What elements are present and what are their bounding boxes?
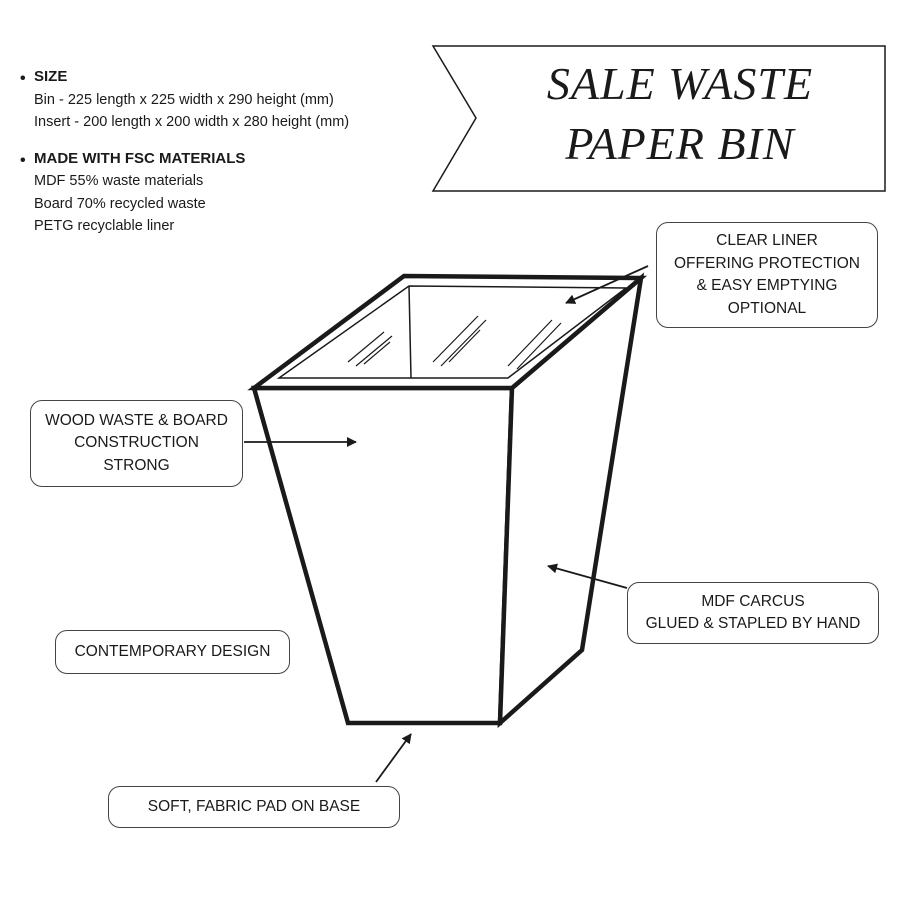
size-heading-text: SIZE	[34, 68, 68, 85]
fabric-pad-callout: SOFT, FABRIC PAD ON BASE	[108, 786, 400, 828]
bullet-icon: •	[20, 151, 26, 169]
callout-line: CLEAR LINER	[716, 232, 818, 249]
liner-material: PETG recyclable liner	[34, 218, 175, 234]
callout-arrows	[244, 265, 649, 783]
banner-title-line-1: SALE WASTE	[546, 58, 814, 109]
liner-opening	[276, 285, 629, 379]
banner-title: SALE WASTE PAPER BIN	[490, 54, 870, 174]
callout-line: OPTIONAL	[727, 299, 807, 317]
callout-line: & EASY EMPTYING	[696, 277, 838, 294]
size-spec: • SIZE Bin - 225 length x 225 width x 29…	[20, 66, 349, 134]
mdf-material: MDF 55% waste materials	[34, 173, 204, 189]
callout-line: WOOD WASTE & BOARD	[45, 411, 228, 429]
callout-line: STRONG	[103, 456, 170, 474]
bin-dimensions: Bin - 225 length x 225 width x 290 heigh…	[34, 91, 334, 108]
pad-arrow	[375, 733, 412, 783]
wood-construction-callout: WOOD WASTE & BOARD CONSTRUCTION STRONG	[30, 400, 243, 487]
liner-corner-edge	[408, 285, 412, 379]
liner-arrow	[565, 265, 649, 304]
callout-line: MDF CARCUS	[701, 592, 805, 610]
bin-illustration	[247, 272, 648, 729]
callout-line: CONTEMPORARY DESIGN	[74, 642, 271, 660]
bin-front-face	[251, 385, 515, 726]
board-material: Board 70% recycled waste	[34, 195, 206, 212]
contemporary-design-callout: CONTEMPORARY DESIGN	[55, 630, 290, 674]
callout-line: OFFERING PROTECTION	[674, 254, 860, 272]
banner-shape	[431, 45, 886, 192]
materials-heading-text: MADE WITH FSC MATERIALS	[34, 149, 246, 167]
materials-spec: • MADE WITH FSC MATERIALS MDF 55% waste …	[20, 148, 349, 238]
clear-liner-callout: CLEAR LINER OFFERING PROTECTION & EASY E…	[656, 222, 878, 328]
mdf-carcus-callout: MDF CARCUS GLUED & STAPLED BY HAND	[627, 582, 879, 644]
callout-line: GLUED & STAPLED BY HAND	[645, 615, 861, 632]
callout-line: CONSTRUCTION	[74, 434, 199, 452]
banner-title-line-2: PAPER BIN	[565, 118, 795, 169]
specifications: • SIZE Bin - 225 length x 225 width x 29…	[20, 66, 349, 252]
bullet-icon: •	[20, 70, 26, 87]
materials-heading: • MADE WITH FSC MATERIALS	[20, 148, 349, 171]
mdf-arrow	[547, 563, 628, 589]
liner-glare	[347, 315, 562, 370]
insert-dimensions: Insert - 200 length x 200 width x 280 he…	[34, 114, 350, 130]
size-heading: • SIZE	[20, 66, 349, 89]
title-banner: SALE WASTE PAPER BIN	[430, 44, 890, 194]
callout-line: SOFT, FABRIC PAD ON BASE	[147, 797, 361, 815]
